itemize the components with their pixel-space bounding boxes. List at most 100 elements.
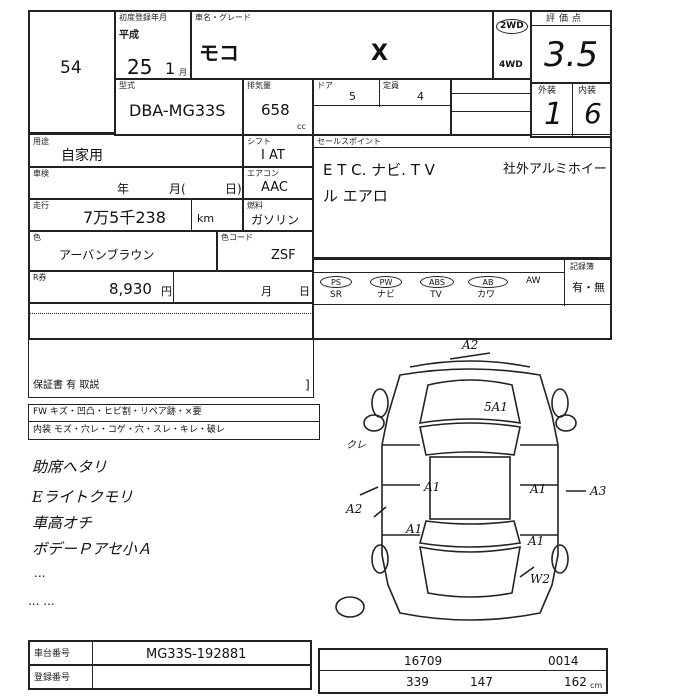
color-code: ZSF [271, 248, 296, 263]
dim-width: 147 [470, 675, 493, 689]
damage-right-mid: A1 [530, 482, 547, 496]
color-label: 色 [33, 233, 41, 242]
score-box: 評価点 3.5 [530, 10, 612, 84]
history-value: 有・無 [572, 281, 605, 294]
damage-left-rear: A1 [406, 522, 423, 536]
doors-label: ドア [317, 81, 333, 90]
note-4: ボデーＰアセ小Ａ [32, 540, 152, 558]
condition-row1: FW キズ・凹凸・ヒビ割・リペア跡・×要 [33, 407, 202, 417]
reg-year: 25 [127, 55, 153, 79]
equip-sub-sr: SR [330, 290, 342, 300]
shaken-label: 車検 [33, 169, 49, 178]
dim-height: 162 [564, 675, 587, 689]
color-code-label: 色コード [221, 233, 253, 242]
damage-left-door: A2 [346, 502, 363, 516]
equip-pw: PW [370, 276, 402, 288]
note-6: ... ... [28, 594, 55, 608]
lot-number: 54 [60, 58, 82, 78]
shaken-box: 車検 年 月( 日) [28, 166, 244, 200]
first-reg-label: 初度登録年月 [119, 13, 167, 22]
usage-value: 自家用 [61, 148, 103, 164]
footer-chassis-box: 車台番号 MG33S-192881 [28, 640, 312, 666]
sales-point-line1: E T C. ナビ. T V [323, 161, 435, 179]
ac-label: エアコン [247, 169, 279, 178]
damage-left-mid: A1 [424, 480, 441, 494]
drive-box: 2WD 4WD [492, 10, 532, 80]
car-grade: X [371, 41, 388, 66]
shift-label: シフト [247, 137, 271, 146]
note-5: ... [34, 566, 46, 580]
footer-reg-box: 登録番号 [28, 664, 312, 690]
recycle-label: R券 [33, 273, 47, 282]
equip-ps: PS [320, 276, 352, 288]
recycle-day-unit: 日 [299, 285, 310, 298]
maintenance-label: 保証書 有 取説 [33, 380, 100, 391]
history-label: 記録簿 [570, 262, 594, 271]
damage-front-right: 5A1 [484, 400, 508, 414]
reg-month: 1 [165, 59, 176, 78]
mileage-label: 走行 [33, 201, 49, 210]
mileage-box: 走行 7万5千238 km [28, 198, 244, 232]
equipment-box: 記録簿 有・無 PS PW ABS AB AW SR ナビ TV カワ [312, 258, 612, 340]
exterior-grade: 1 [544, 97, 564, 132]
sales-point-line1b: 社外アルミホイー [503, 162, 607, 177]
shift-value: I AT [261, 148, 285, 163]
usage-box: 用途 自家用 [28, 134, 244, 168]
dim-length: 339 [406, 675, 429, 689]
exterior-label: 外装 [538, 86, 557, 96]
model-box: 型式 DBA-MG33S [114, 78, 244, 136]
engine-box: 排気量 658 cc [242, 78, 314, 136]
shaken-year-unit: 年 [117, 182, 130, 196]
note-1: 助席へタリ [32, 458, 108, 476]
shift-box: シフト I AT [242, 134, 314, 168]
chassis-value: MG33S-192881 [146, 647, 247, 662]
equip-sub-navi: ナビ [376, 290, 395, 300]
drive-4wd: 4WD [499, 60, 523, 70]
equip-aw: AW [526, 276, 541, 286]
sales-point-box: セールスポイント E T C. ナビ. T V 社外アルミホイー ル エアロ [312, 134, 612, 258]
damage-right-door: A3 [590, 484, 607, 498]
registration-box: 初度登録年月 平成 25 1 月 [114, 10, 192, 80]
ac-box: エアコン AAC [242, 166, 314, 200]
note-3: 車高オチ [32, 514, 93, 532]
fuel-box: 燃料 ガソリン [242, 198, 314, 232]
model-code: DBA-MG33S [129, 101, 226, 120]
engine-unit: cc [297, 122, 306, 131]
color-code-box: 色コード ZSF [216, 230, 314, 272]
maintenance-bracket: ] [305, 378, 310, 392]
ac-value: AAC [261, 180, 288, 195]
fuel-label: 燃料 [247, 201, 263, 210]
damage-right-rear: A1 [528, 534, 545, 548]
recycle-month-unit: 月 [261, 285, 272, 298]
recycle-unit: 円 [161, 285, 172, 298]
usage-label: 用途 [33, 137, 49, 146]
shaken-day-unit: 日) [225, 182, 242, 196]
color-value: アーバンブラウン [59, 248, 155, 262]
lot-box: 54 [28, 10, 116, 134]
drive-2wd: 2WD [496, 19, 528, 34]
id-code: 0014 [548, 654, 579, 668]
seats-value: 4 [417, 90, 424, 103]
engine-label: 排気量 [247, 81, 271, 90]
note-2: Eライトクモリ [32, 488, 133, 506]
reg-label: 登録番号 [34, 673, 71, 683]
color-box: 色 アーバンブラウン [28, 230, 218, 272]
shaken-month-unit: 月( [169, 182, 186, 196]
mileage-value: 7万5千238 [83, 208, 166, 227]
equip-sub-leather: カワ [476, 290, 495, 300]
condition-row2: 内装 モズ・穴レ・コゲ・穴・スレ・キレ・破レ [33, 425, 225, 435]
sales-point-line2: ル エアロ [323, 187, 388, 205]
score-label: 評価点 [546, 14, 586, 24]
equip-abs: ABS [420, 276, 454, 288]
recycle-box: R券 8,930 円 月 日 [28, 270, 314, 304]
seats-label: 定員 [383, 81, 399, 90]
interior-label: 内装 [578, 86, 597, 96]
footer-right-box: 16709 0014 339 147 162 cm [318, 648, 608, 694]
car-name-label: 車名・グレード [195, 13, 251, 22]
doors-value: 5 [349, 90, 356, 103]
recycle-value: 8,930 [109, 280, 152, 298]
damage-right-label: クレ [346, 440, 366, 451]
dealer-box [450, 78, 532, 136]
chassis-label: 車台番号 [34, 649, 71, 659]
car-damage-diagram [335, 352, 586, 621]
